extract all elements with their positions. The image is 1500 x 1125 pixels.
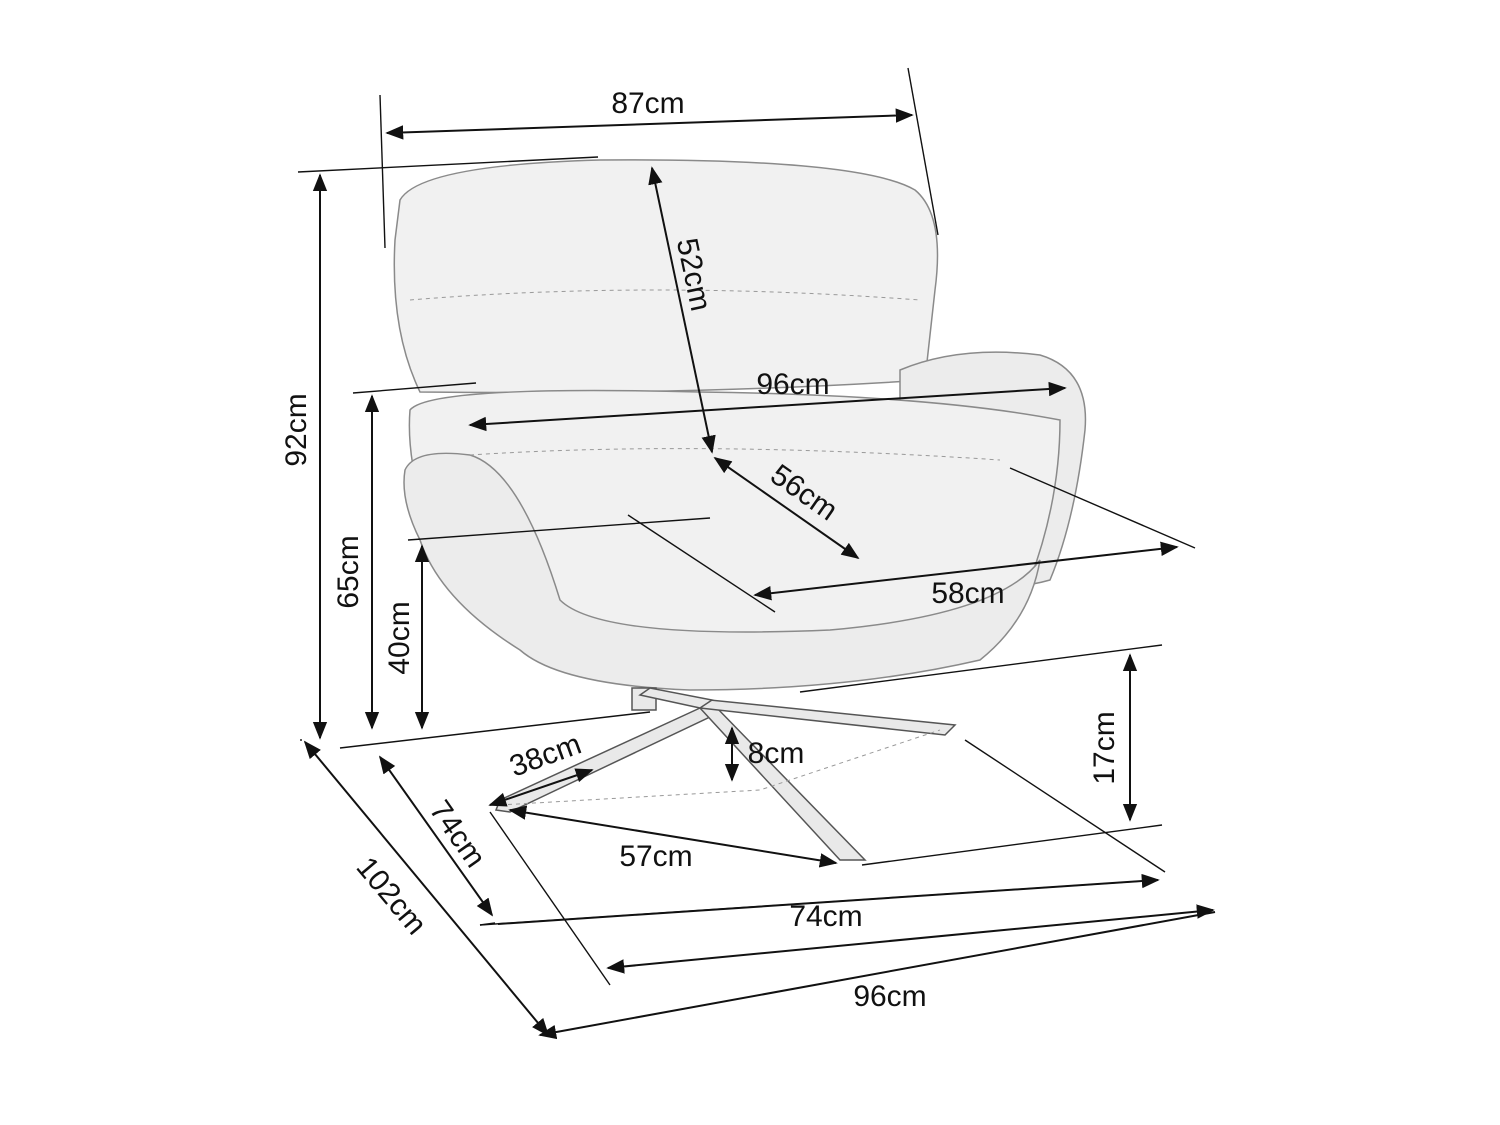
label-total-height: 92cm [280,393,313,466]
dimension-labels: 87cm 52cm 92cm 96cm 56cm 65cm 40cm 58cm … [280,87,1121,1013]
dim-backrest-width [385,108,914,140]
label-leg-span: 57cm [619,840,692,873]
dim-total-width [606,904,1215,974]
chair-back [393,159,939,394]
chair-illustration [393,159,1087,861]
label-backrest-width: 87cm [611,87,684,120]
label-armrest-width: 96cm [756,368,829,401]
dim-leg-span [508,805,838,868]
dim-leg-length [488,768,594,807]
chair-back-seam [409,289,921,301]
dim-seat-depth [713,456,860,560]
dim-seat-width [753,541,1179,601]
label-base-height: 17cm [1088,711,1121,784]
dim-total-depth [303,740,550,1037]
dim-armrest-width [468,381,1067,432]
label-total-width: 96cm [853,980,926,1013]
label-leg-clearance: 8cm [748,737,805,770]
label-seat-height: 40cm [383,601,416,674]
chair-seat-front [403,452,1041,691]
label-armrest-height: 65cm [332,535,365,608]
dimension-arrows [303,108,1216,1040]
label-base-depth: 74cm [423,795,492,874]
label-base-width: 74cm [789,900,862,933]
label-total-depth: 102cm [350,851,433,941]
star-base [494,687,957,861]
label-seat-width: 58cm [931,577,1004,610]
